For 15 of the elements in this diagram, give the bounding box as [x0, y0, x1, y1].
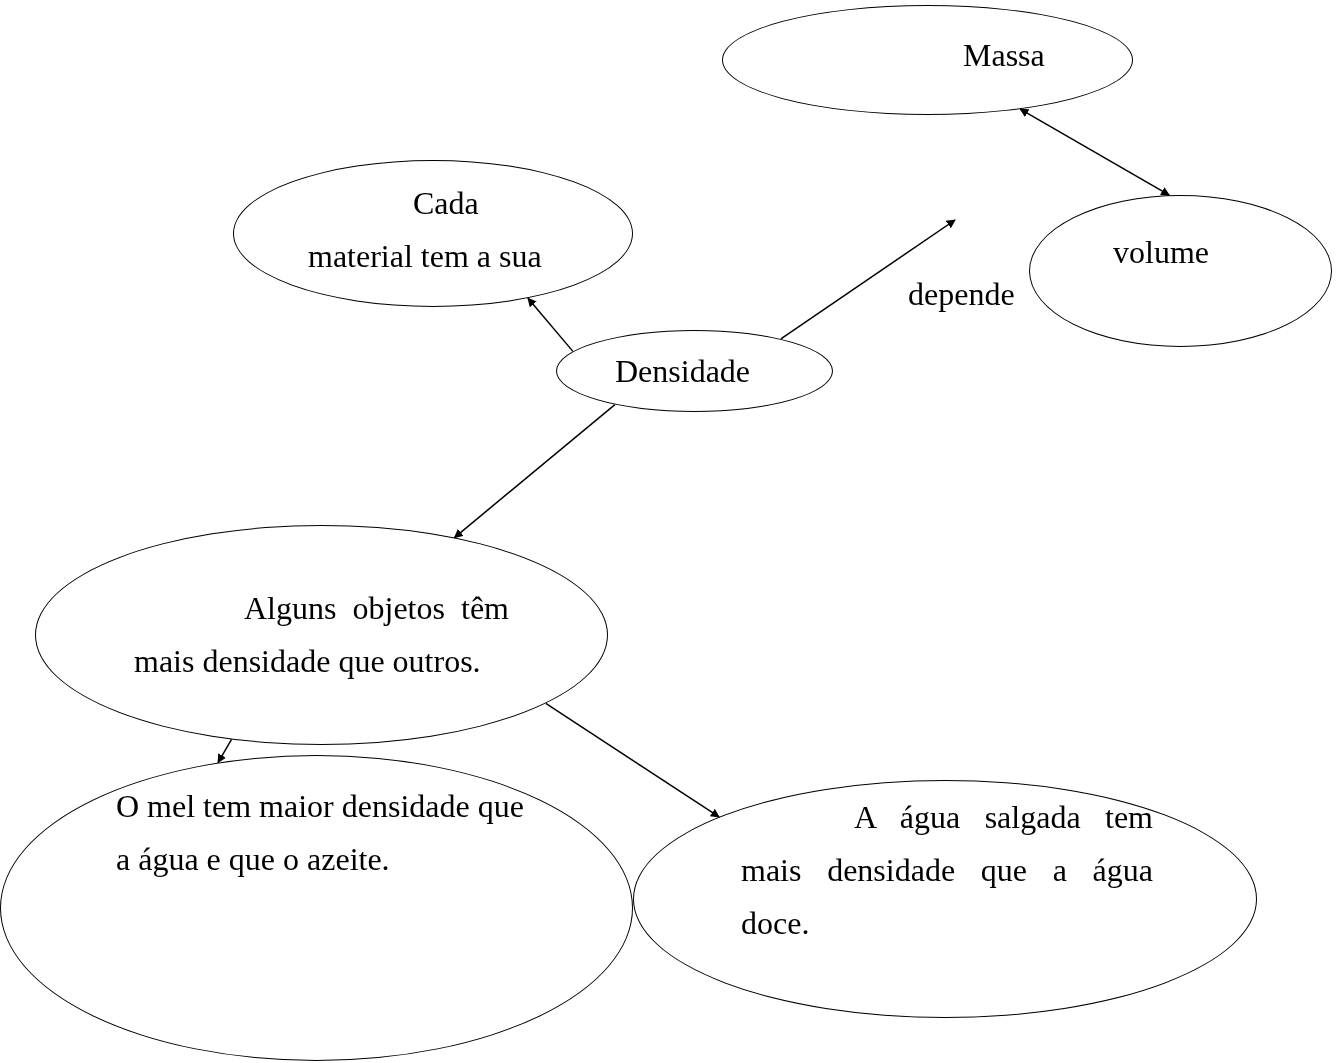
arrow	[1019, 108, 1171, 196]
concept-text: Massa	[963, 36, 1045, 75]
concept-text: Densidade	[615, 352, 751, 391]
arrow	[545, 702, 720, 818]
concept-text: volume	[1113, 233, 1209, 272]
arrow	[780, 219, 956, 340]
concept-text: Alguns objetos têm mais densidade que outros.	[134, 589, 509, 681]
concept-text: O mel tem maior densidade que a água e que o azeite.	[116, 787, 525, 879]
concept-text: Cada material tem a sua	[308, 184, 543, 276]
arrow	[453, 403, 616, 539]
concept-ellipse	[0, 755, 633, 1061]
arrow	[217, 738, 233, 764]
concept-ellipse	[233, 160, 633, 307]
arrow	[527, 297, 574, 353]
concept-text: A água salgada tem mais densidade que a água doce.	[741, 798, 1153, 943]
